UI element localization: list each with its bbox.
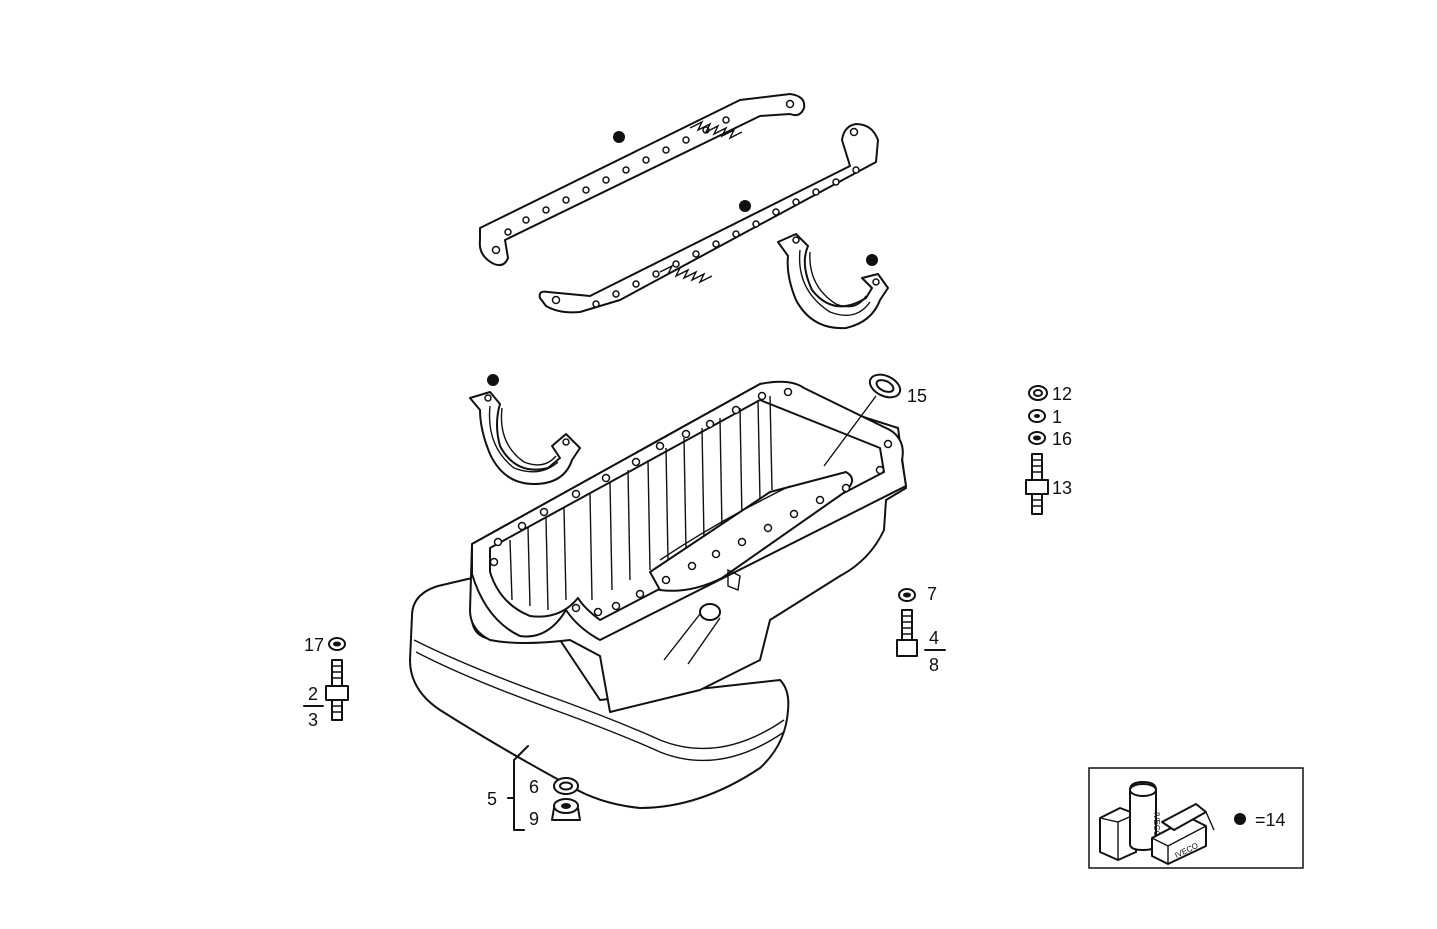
sealant-marker-4 <box>487 374 499 386</box>
label-3: 3 <box>308 710 318 730</box>
sealant-marker-2 <box>739 200 751 212</box>
label-4: 4 <box>929 628 939 648</box>
screw-4-8 <box>896 609 918 657</box>
washer-16 <box>1028 431 1046 445</box>
gasket-strip-upper <box>478 93 806 267</box>
label-8: 8 <box>929 655 939 675</box>
half-moon-seal-right <box>777 233 889 330</box>
washer-17 <box>328 637 346 651</box>
legend-can-text: IVECO <box>1152 812 1161 837</box>
washer-1 <box>1028 409 1046 423</box>
label-15: 15 <box>907 386 927 406</box>
legend-sealant-marker <box>1234 813 1246 825</box>
drain-plug-9 <box>551 798 581 821</box>
label-12: 12 <box>1052 384 1072 404</box>
label-1: 1 <box>1052 407 1062 427</box>
label-2: 2 <box>308 684 318 704</box>
bracket-5 <box>507 745 529 831</box>
sealant-marker-3 <box>866 254 878 266</box>
nut-12 <box>1028 385 1048 401</box>
label-16: 16 <box>1052 429 1072 449</box>
label-7: 7 <box>927 584 937 604</box>
half-moon-seal-left <box>469 391 581 485</box>
seal-ring-15 <box>823 373 902 467</box>
gasket-strip-lower <box>538 123 879 314</box>
sealant-marker-1 <box>613 131 625 143</box>
stud-2-3 <box>325 659 349 721</box>
label-5: 5 <box>487 789 497 809</box>
oil-sump <box>409 380 907 809</box>
sealant-legend-box: IVECO IVECO =14 <box>1088 767 1304 869</box>
washer-6 <box>553 777 579 795</box>
washer-7 <box>898 588 916 602</box>
stud-13 <box>1025 453 1049 515</box>
label-6: 6 <box>529 777 539 797</box>
label-17: 17 <box>304 635 324 655</box>
legend-label-14: =14 <box>1255 810 1286 830</box>
label-13: 13 <box>1052 478 1072 498</box>
label-9: 9 <box>529 809 539 829</box>
